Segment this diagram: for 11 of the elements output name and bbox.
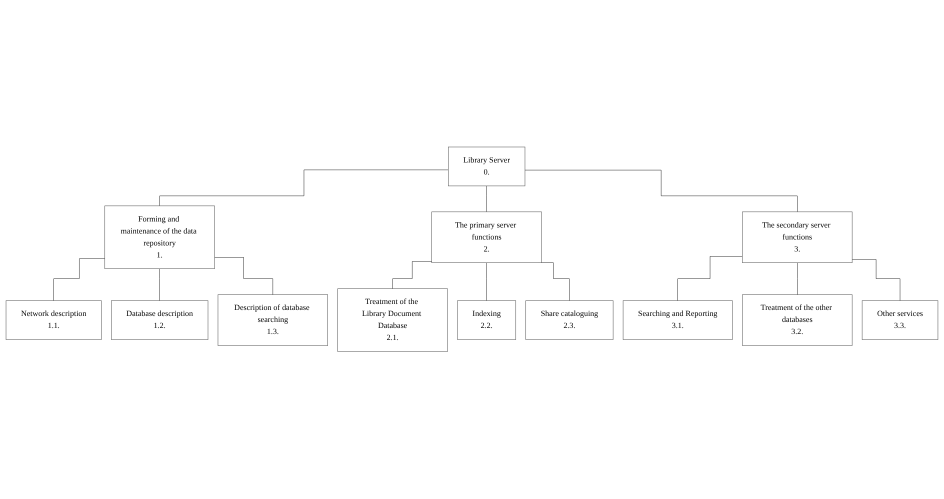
connector [524, 170, 798, 212]
connector [486, 262, 487, 302]
connector [852, 259, 900, 302]
connector [486, 186, 487, 212]
connector [53, 258, 106, 302]
connector [159, 170, 449, 206]
connector [678, 256, 743, 302]
connector [214, 257, 274, 296]
connector [797, 262, 798, 296]
connector [392, 261, 432, 290]
connector [159, 268, 160, 302]
